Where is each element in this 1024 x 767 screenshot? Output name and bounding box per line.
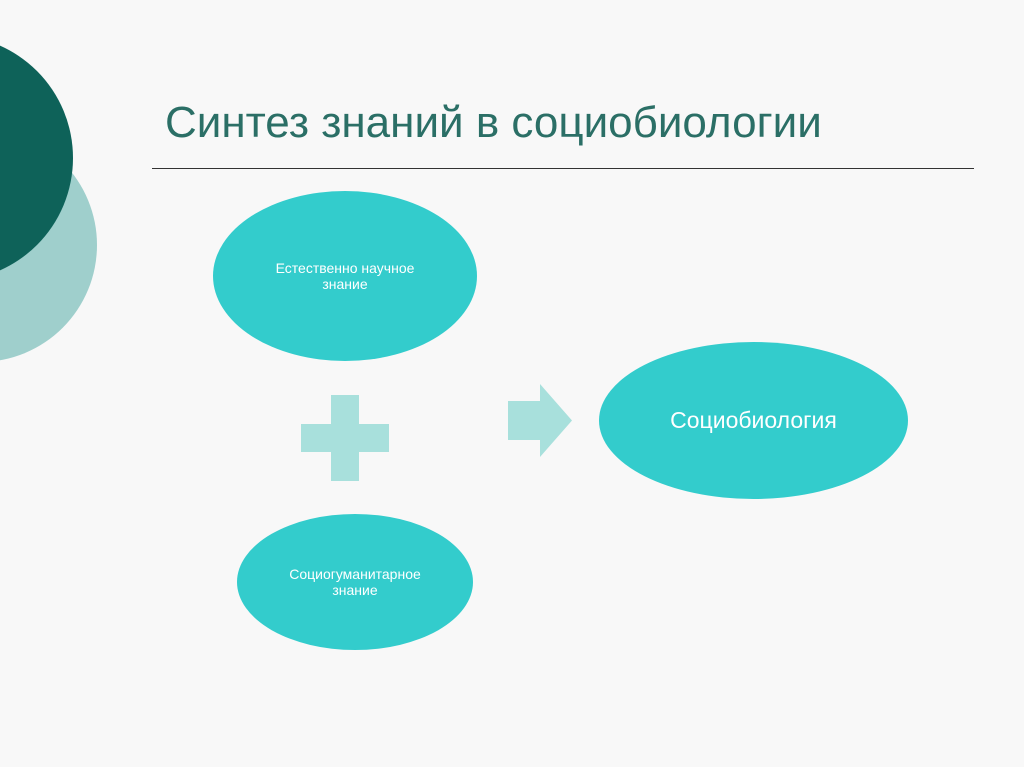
natural-science-label: Естественно научное знание	[275, 259, 415, 292]
title-divider	[152, 168, 974, 169]
decorative-circles	[0, 45, 97, 361]
plus-icon	[301, 395, 389, 481]
natural-science-node: Естественно научное знание	[213, 191, 477, 361]
humanitarian-label: Социогуманитарное знание	[289, 565, 421, 598]
humanitarian-node: Социогуманитарное знание	[237, 514, 473, 650]
arrow-right-icon	[508, 384, 572, 457]
slide-title: Синтез знаний в социобиологии	[165, 98, 822, 147]
sociobiology-node: Социобиология	[599, 342, 908, 499]
decor-circle-dark	[0, 45, 73, 271]
sociobiology-label: Социобиология	[670, 407, 837, 434]
